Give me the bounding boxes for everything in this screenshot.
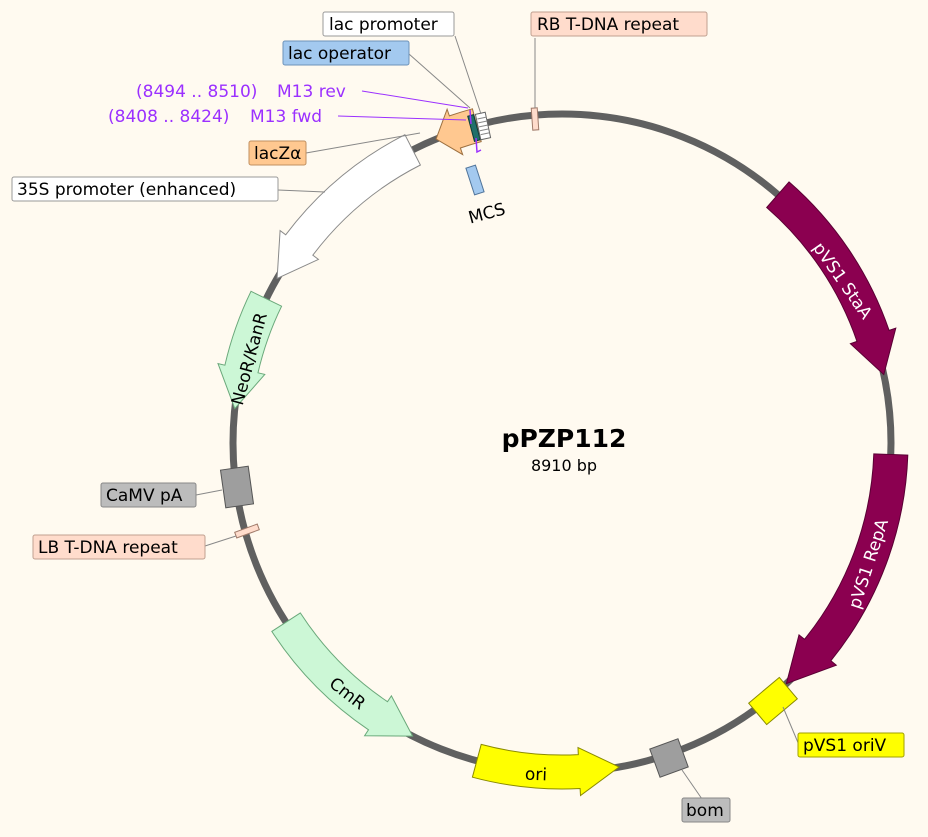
- pvs1-stata-arrow[interactable]: [765, 181, 897, 376]
- lacz-callout[interactable]: lacZα: [248, 140, 307, 166]
- m13-rev-mark: [469, 109, 472, 125]
- ori-arrow[interactable]: [471, 743, 621, 797]
- lac-operator-callout[interactable]: lac operator: [282, 40, 410, 66]
- primer-leader-lines: [337, 90, 469, 121]
- plasmid-name: pPZP112: [502, 424, 627, 453]
- leader-lines: [195, 35, 800, 800]
- svg-text:lacZα: lacZα: [254, 144, 301, 164]
- camv-pa-box[interactable]: [219, 465, 255, 509]
- lb-repeat-box[interactable]: [234, 523, 260, 539]
- mcs-box[interactable]: [465, 164, 485, 196]
- svg-text:RB T-DNA repeat: RB T-DNA repeat: [537, 15, 679, 35]
- svg-text:pVS1 oriV: pVS1 oriV: [803, 736, 887, 756]
- ori-label: ori: [525, 765, 548, 786]
- rb-repeat-box[interactable]: [530, 107, 540, 131]
- neor-kanr-arrow[interactable]: [217, 290, 283, 410]
- m13-fwd-mark: [475, 137, 482, 154]
- svg-text:35S promoter (enhanced): 35S promoter (enhanced): [17, 180, 236, 200]
- svg-text:M13 fwd: M13 fwd: [250, 107, 322, 127]
- cmr-arrow[interactable]: [271, 612, 414, 737]
- camv-pa-callout[interactable]: CaMV pA: [100, 482, 197, 508]
- pvs1-repa-arrow[interactable]: [785, 453, 909, 685]
- svg-text:(8408 .. 8424): (8408 .. 8424): [108, 107, 229, 127]
- bom-callout[interactable]: bom: [681, 797, 731, 823]
- 35s-promoter-callout[interactable]: 35S promoter (enhanced): [11, 176, 279, 202]
- plasmid-length: 8910 bp: [531, 456, 597, 475]
- pvs1-oriv-box[interactable]: [747, 676, 799, 726]
- m13-rev-label[interactable]: (8494 .. 8510) M13 rev: [136, 82, 346, 102]
- svg-text:(8494 .. 8510): (8494 .. 8510): [136, 82, 257, 102]
- m13-fwd-label[interactable]: (8408 .. 8424) M13 fwd: [108, 107, 322, 127]
- lac-promoter-callout[interactable]: lac promoter: [322, 11, 455, 37]
- pvs1-oriv-callout[interactable]: pVS1 oriV: [797, 732, 905, 758]
- bom-box[interactable]: [649, 738, 689, 778]
- mcs-label: MCS: [466, 200, 507, 229]
- rb-repeat-callout[interactable]: RB T-DNA repeat: [530, 11, 708, 37]
- svg-text:lac operator: lac operator: [288, 44, 391, 64]
- svg-text:bom: bom: [686, 801, 724, 821]
- svg-text:LB T-DNA repeat: LB T-DNA repeat: [38, 538, 178, 558]
- svg-text:CaMV pA: CaMV pA: [106, 486, 183, 506]
- svg-text:M13 rev: M13 rev: [277, 82, 346, 102]
- svg-text:lac promoter: lac promoter: [329, 15, 438, 35]
- 35s-promoter-arrow[interactable]: [276, 134, 422, 280]
- lb-repeat-callout[interactable]: LB T-DNA repeat: [32, 534, 206, 560]
